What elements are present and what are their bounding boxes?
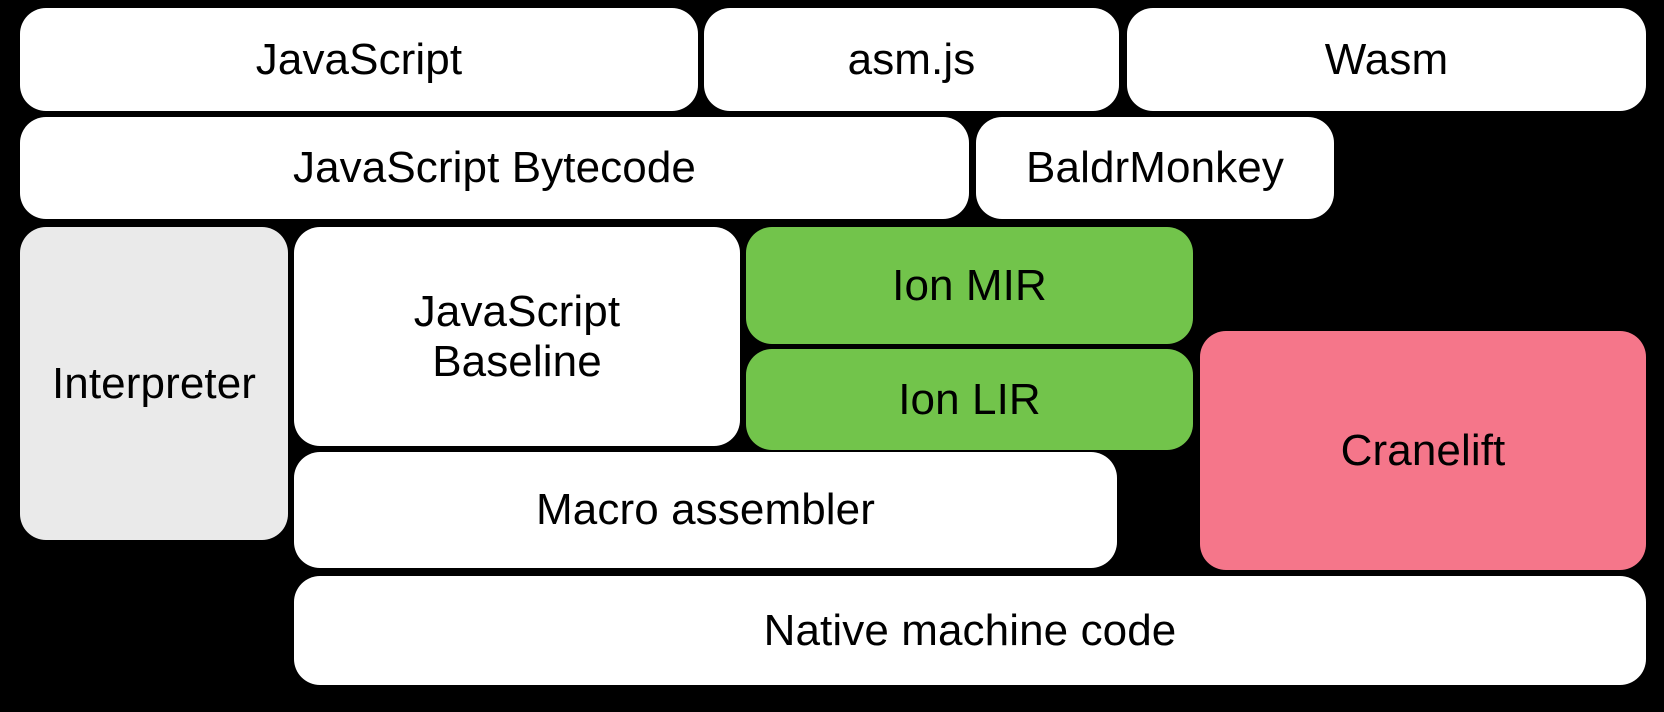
node-asm-js: asm.js xyxy=(704,8,1119,111)
node-ion-mir: Ion MIR xyxy=(746,227,1193,344)
node-native-machine-code: Native machine code xyxy=(294,576,1646,685)
node-baldrmonkey: BaldrMonkey xyxy=(976,117,1334,219)
node-interpreter: Interpreter xyxy=(20,227,288,540)
node-javascript-bytecode: JavaScript Bytecode xyxy=(20,117,969,219)
node-cranelift: Cranelift xyxy=(1200,331,1646,570)
node-javascript-baseline: JavaScript Baseline xyxy=(294,227,740,446)
node-macro-assembler: Macro assembler xyxy=(294,452,1117,568)
node-ion-lir: Ion LIR xyxy=(746,349,1193,450)
node-javascript: JavaScript xyxy=(20,8,698,111)
node-wasm: Wasm xyxy=(1127,8,1646,111)
